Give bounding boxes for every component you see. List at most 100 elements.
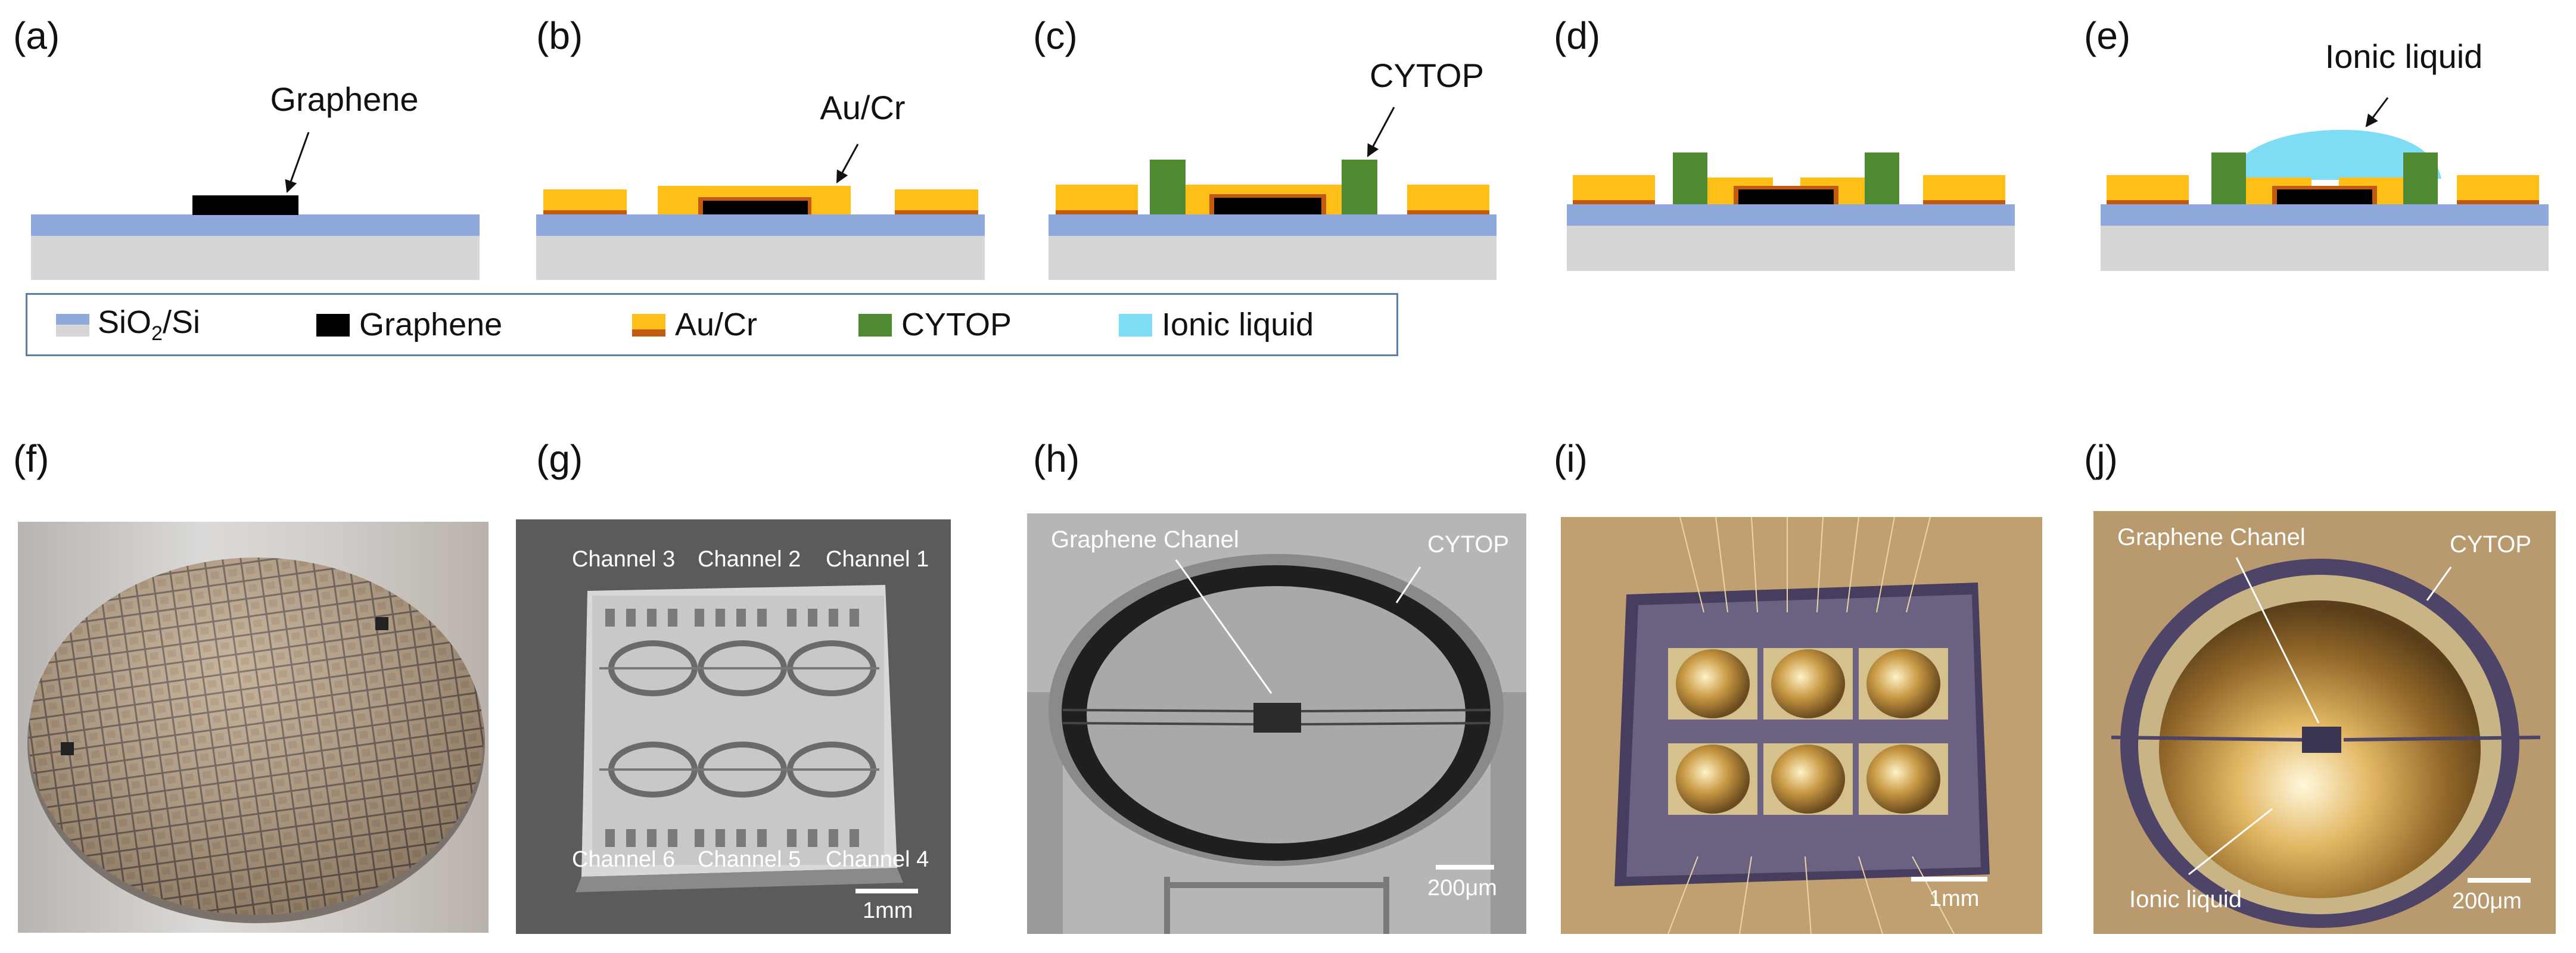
cr-pad-right — [1407, 210, 1489, 214]
wafer-photo — [18, 522, 489, 933]
schematic-b: Au/Cr — [536, 89, 985, 280]
scale-bar — [2468, 878, 2531, 883]
au-pad-right — [1407, 185, 1489, 210]
legend-label-aucr: Au/Cr — [675, 307, 758, 342]
legend: SiO2/Si Graphene Au/Cr CYTOP Ionic liqui… — [26, 293, 1398, 356]
cytop-label: CYTOP — [1427, 531, 1510, 558]
cr-pad-left — [543, 210, 627, 214]
panel-label-d: (d) — [1554, 14, 1601, 57]
panel-label-a: (a) — [13, 14, 60, 57]
schematic-c: CYTOP — [1049, 57, 1497, 280]
si-substrate — [2101, 225, 2549, 271]
wafer-image — [27, 558, 485, 923]
cytop-wall-right — [1865, 152, 1899, 204]
cytop-wall-left — [1673, 152, 1707, 204]
au-pad-left — [2107, 175, 2189, 200]
cytop-arrow — [1367, 107, 1395, 157]
graphene-pointer — [1175, 559, 1273, 694]
alignment-mark — [61, 742, 74, 755]
graphene-flake — [192, 195, 298, 215]
ionic-arrow — [2365, 97, 2389, 127]
cr-pad-left — [1573, 200, 1655, 204]
panel-label-i: (i) — [1554, 437, 1588, 480]
legend-swatch-ionic — [1119, 314, 1152, 337]
channel-4-label: Channel 4 — [826, 847, 929, 872]
scale-bar-label: 200μm — [1427, 876, 1497, 901]
legend-swatch-sio2-si — [56, 314, 89, 337]
process-schematics: Graphene Au/Cr CYTOP — [31, 38, 2549, 280]
channel-1-label: Channel 1 — [826, 547, 929, 572]
au-pad-right — [2457, 175, 2539, 200]
legend-label-cytop: CYTOP — [901, 307, 1012, 342]
cr-pad-left — [2107, 200, 2189, 204]
graphene-flake — [2277, 189, 2372, 204]
sem-chip-photo: Channel 3 Channel 2 Channel 1 Channel 6 … — [516, 519, 951, 934]
optical-chip-photo: 1mm — [1561, 517, 2042, 934]
si-substrate — [31, 235, 480, 280]
panel-label-b: (b) — [536, 14, 583, 57]
legend-aucr: Au/Cr — [632, 295, 757, 354]
si-substrate — [1567, 225, 2015, 271]
ionic-annotation: Ionic liquid — [2325, 38, 2483, 75]
cytop-pointer — [2426, 566, 2452, 601]
cytop-wall-left — [2211, 152, 2246, 204]
sem-channel-photo: Graphene Chanel CYTOP 200μm — [1027, 513, 1526, 934]
au-pad-right — [1923, 175, 2005, 200]
sio2-layer — [1567, 204, 2015, 226]
alignment-mark — [375, 617, 388, 630]
schematic-d — [1567, 152, 2015, 271]
graphene-channel-label: Graphene Chanel — [2117, 524, 2306, 550]
cytop-pointer — [1395, 566, 1421, 603]
graphene-flake — [703, 201, 808, 214]
panel-label-e: (e) — [2084, 14, 2131, 57]
legend-ionic: Ionic liquid — [1119, 295, 1314, 354]
panel-label-f: (f) — [13, 437, 49, 480]
panel-label-g: (g) — [536, 437, 583, 480]
au-pad-left — [1573, 175, 1655, 200]
legend-swatch-cytop — [858, 314, 892, 337]
optical-channel-image — [2093, 511, 2556, 934]
graphene-channel — [2302, 727, 2341, 753]
scale-bar-label: 200μm — [2452, 889, 2522, 914]
graphene-channel-label: Graphene Chanel — [1051, 527, 1239, 553]
ionic-liquid-fill — [2246, 156, 2403, 180]
graphene-annotation: Graphene — [270, 80, 418, 118]
ionic-liquid-label: Ionic liquid — [2129, 886, 2242, 912]
si-substrate — [536, 235, 985, 280]
legend-graphene: Graphene — [316, 295, 502, 354]
si-substrate — [1049, 235, 1497, 280]
legend-sio2-si: SiO2/Si — [56, 295, 200, 354]
ionic-pointer — [2188, 808, 2273, 876]
sio2-layer — [2101, 204, 2549, 226]
cytop-wall-right — [1342, 160, 1377, 214]
graphene-flake — [1214, 198, 1321, 214]
optical-channel-photo: Graphene Chanel CYTOP Ionic liquid 200μm — [2093, 511, 2556, 934]
cytop-annotation: CYTOP — [1370, 57, 1484, 94]
schematic-e: Ionic liquid — [2101, 38, 2549, 271]
legend-label-graphene: Graphene — [359, 307, 503, 342]
channel-2-label: Channel 2 — [698, 547, 801, 572]
scale-bar — [1436, 865, 1494, 870]
au-pad-left — [1056, 185, 1138, 210]
channel-5-label: Channel 5 — [698, 847, 801, 872]
legend-cytop: CYTOP — [858, 295, 1012, 354]
cr-pad-right — [895, 210, 978, 214]
sio2-layer — [31, 214, 480, 236]
scale-bar — [1911, 877, 1987, 882]
graphene-arrow — [285, 132, 310, 193]
scale-bar-label: 1mm — [1929, 886, 1980, 911]
graphene-channel — [1253, 703, 1301, 733]
panel-label-j: (j) — [2084, 437, 2118, 480]
channel-6-label: Channel 6 — [572, 847, 676, 872]
au-pad-right — [895, 189, 978, 210]
graphene-pointer — [2235, 557, 2320, 724]
legend-label-ionic: Ionic liquid — [1162, 307, 1314, 342]
legend-label-sio2-si: SiO2/Si — [98, 304, 200, 345]
channel-3-label: Channel 3 — [572, 547, 676, 572]
sem-channel-image — [1027, 513, 1526, 934]
cytop-wall-right — [2403, 152, 2438, 204]
cytop-label: CYTOP — [2450, 531, 2532, 558]
aucr-annotation: Au/Cr — [820, 89, 905, 126]
aucr-arrow — [836, 144, 859, 183]
scale-bar-label: 1mm — [863, 898, 913, 923]
